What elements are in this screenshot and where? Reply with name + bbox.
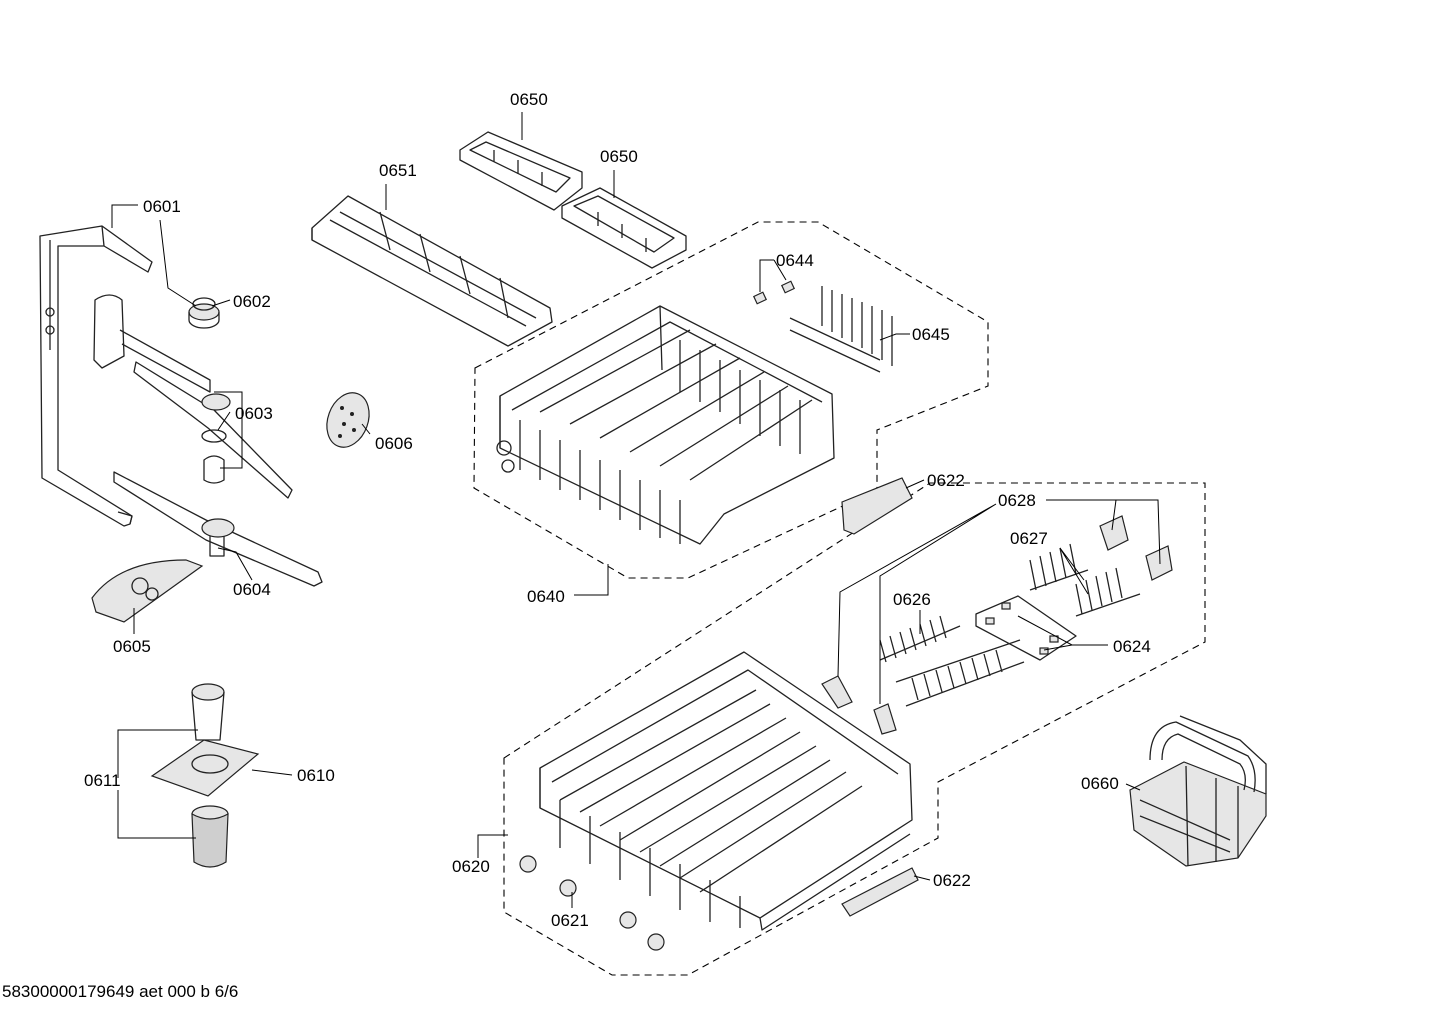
part-label-0628: 0628: [998, 491, 1036, 510]
part-label-0603: 0603: [235, 404, 273, 423]
leader-0640: [574, 564, 609, 596]
filter-assembly-part: [150, 683, 260, 868]
part-label-0650-top: 0650: [510, 90, 548, 109]
part-label-0604: 0604: [233, 580, 271, 599]
leader-0645: [879, 333, 910, 341]
leader-0624: [1017, 615, 1108, 651]
part-label-0602: 0602: [233, 292, 271, 311]
basket-handle-upper-part: [841, 477, 913, 535]
part-label-0624: 0624: [1113, 637, 1151, 656]
leader-0611: [117, 729, 198, 839]
supply-pipe-part: [39, 225, 153, 527]
document-footer-code: 58300000179649 aet 000 b 6/6: [2, 982, 239, 1001]
lower-basket-group-outline: [503, 482, 1206, 976]
upper-basket-part: [496, 305, 835, 545]
leader-0610: [251, 769, 293, 776]
part-label-0605: 0605: [113, 637, 151, 656]
leader-0627: [1059, 547, 1089, 595]
leader-0603: [214, 391, 243, 469]
leader-0604: [217, 547, 253, 581]
part-label-0621: 0621: [551, 911, 589, 930]
lower-spray-arm-part: [113, 471, 323, 587]
part-label-0622-upper: 0622: [927, 471, 965, 490]
part-label-0627: 0627: [1010, 529, 1048, 548]
part-label-0640: 0640: [527, 587, 565, 606]
cup-rack-part: [752, 280, 893, 373]
upper-basket-group-outline: [473, 221, 989, 579]
basket-wheels-part: [519, 855, 665, 951]
third-rack-tray-part: [311, 195, 553, 347]
part-label-0644: 0644: [776, 251, 814, 270]
part-label-0651: 0651: [379, 161, 417, 180]
leader-0601-ring: [159, 219, 197, 307]
ring-nut-part: [188, 297, 220, 329]
leader-0622a: [905, 479, 925, 489]
part-label-0622-lower: 0622: [933, 871, 971, 890]
part-label-0660: 0660: [1081, 774, 1119, 793]
filter-disc-part: [326, 392, 370, 448]
folding-tines-part: [821, 515, 1173, 735]
cutlery-insert-part-2: [561, 187, 687, 269]
part-label-0626: 0626: [893, 590, 931, 609]
leader-0660: [1125, 783, 1141, 791]
upper-spray-arm-part: [93, 294, 293, 499]
part-label-0650-second: 0650: [600, 147, 638, 166]
cutlery-basket-part: [1129, 715, 1267, 867]
part-label-0620: 0620: [452, 857, 490, 876]
leader-0606: [361, 423, 371, 435]
leader-0601: [111, 204, 138, 228]
part-label-0645: 0645: [912, 325, 950, 344]
leader-0644: [759, 259, 787, 292]
leader-0622b: [913, 875, 931, 881]
cutlery-insert-part-1: [459, 131, 583, 211]
lower-basket-part: [539, 651, 913, 931]
basket-handle-lower-part: [841, 867, 919, 917]
leader-0620: [477, 834, 508, 858]
part-label-0611: 0611: [84, 771, 121, 790]
part-label-0601: 0601: [143, 197, 181, 216]
leader-0628: [837, 499, 1161, 704]
part-label-0610: 0610: [297, 766, 335, 785]
part-label-0606: 0606: [375, 434, 413, 453]
leader-0602: [211, 299, 231, 307]
